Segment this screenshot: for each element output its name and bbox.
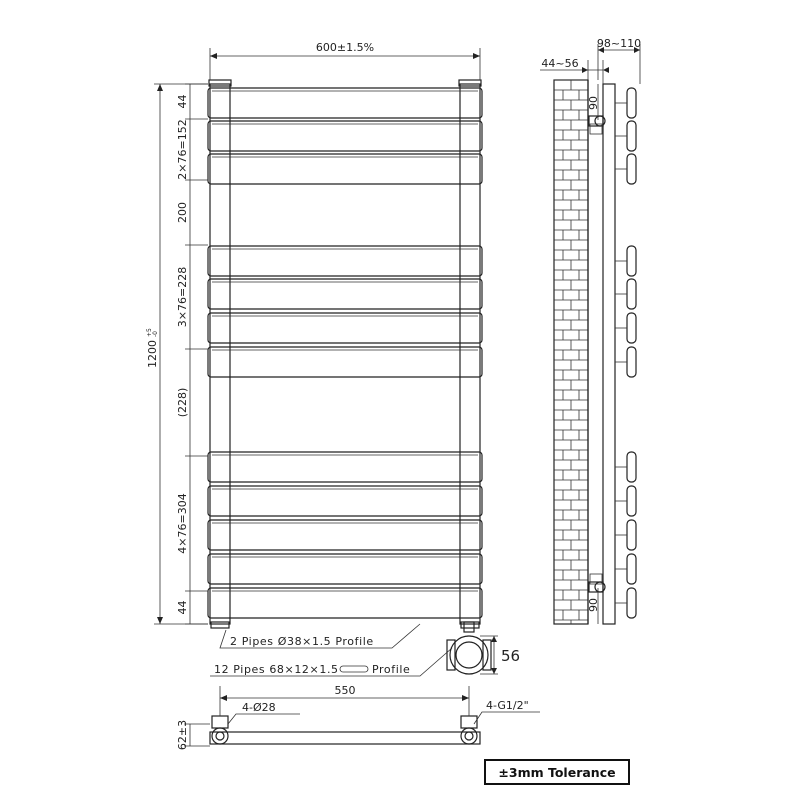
center-distance-label: 550 xyxy=(335,684,356,697)
front-view: 600±1.5% 1200 +5 -0 44 2×76=152 200 3×76=22… xyxy=(146,41,483,629)
flat-bar xyxy=(207,153,483,185)
left-cap-top xyxy=(208,79,232,87)
segment-label: 2×76=152 xyxy=(176,119,189,179)
left-cap-bottom xyxy=(210,621,230,629)
side-bar xyxy=(626,312,637,344)
side-bar xyxy=(626,519,637,551)
flat-bar xyxy=(207,245,483,277)
holes-label: 4-Ø28 xyxy=(242,701,276,714)
flat-bar xyxy=(207,278,483,310)
side-bar xyxy=(626,87,637,119)
right-cap-top xyxy=(458,79,482,87)
flat-profile-label: 12 Pipes 68×12×1.5 xyxy=(214,663,339,676)
side-pipe xyxy=(602,83,616,625)
valve-size-label: 56 xyxy=(501,647,520,665)
side-bar xyxy=(626,485,637,517)
overall-height-label: 1200 xyxy=(146,340,159,368)
right-pipe xyxy=(459,83,481,625)
segment-label: 44 xyxy=(176,601,189,615)
flat-bar xyxy=(207,87,483,119)
flat-bar xyxy=(207,587,483,619)
valve-offset-top: 90 xyxy=(587,96,600,110)
bracket-top xyxy=(588,115,606,135)
flat-bar xyxy=(207,120,483,152)
side-view: 98~110 44~56 90 90 xyxy=(540,37,641,625)
side-bar xyxy=(626,278,637,310)
pipes-profile-label: 2 Pipes Ø38×1.5 Profile xyxy=(230,635,374,648)
segment-labels: 44 2×76=152 200 3×76=228 (228) 4×76=304 44 xyxy=(176,95,189,615)
valve-offset-bottom: 90 xyxy=(587,598,600,612)
side-bar xyxy=(626,346,637,378)
side-bar xyxy=(626,120,637,152)
bottom-view: 550 4-Ø28 4-G1/2" 62±3 xyxy=(176,684,540,750)
segment-label: 44 xyxy=(176,95,189,109)
side-bar xyxy=(626,553,637,585)
overall-width-label: 600±1.5% xyxy=(316,41,374,54)
brick-pattern xyxy=(554,79,588,624)
wall-gap-label: 44~56 xyxy=(541,57,578,70)
bottom-right-pipe xyxy=(460,727,478,745)
segment-label: 200 xyxy=(176,202,189,223)
thread-label: 4-G1/2" xyxy=(486,699,529,712)
height-tol-upper: +5 xyxy=(146,328,153,337)
flat-profile-suffix: Profile xyxy=(372,663,410,676)
bottom-height-label: 62±3 xyxy=(176,720,189,750)
flat-bar xyxy=(207,346,483,378)
left-pipe xyxy=(209,83,231,625)
segment-label: (228) xyxy=(176,388,189,418)
flat-bar xyxy=(207,485,483,517)
flat-bar xyxy=(207,519,483,551)
flat-bars xyxy=(207,87,483,619)
segment-label: 3×76=228 xyxy=(176,267,189,327)
bottom-left-pipe xyxy=(211,727,229,745)
side-bar xyxy=(626,153,637,185)
side-bar xyxy=(626,451,637,483)
side-flat-bars xyxy=(615,87,637,619)
side-bar xyxy=(626,587,637,619)
tolerance-box: ±3mm Tolerance xyxy=(484,759,630,785)
segment-ticks xyxy=(185,83,208,625)
flat-bar xyxy=(207,312,483,344)
depth-total-label: 98~110 xyxy=(597,37,641,50)
bottom-bar xyxy=(209,731,481,745)
valve-detail xyxy=(446,621,492,675)
height-tol-lower: -0 xyxy=(152,331,159,337)
flat-profile-icon xyxy=(339,665,369,673)
segment-label: 4×76=304 xyxy=(176,493,189,553)
flat-bar xyxy=(207,553,483,585)
notes-section: 2 Pipes Ø38×1.5 Profile 12 Pipes 68×12×1… xyxy=(210,621,520,677)
bracket-bottom xyxy=(588,573,606,593)
side-bar xyxy=(626,245,637,277)
flat-bar xyxy=(207,451,483,483)
